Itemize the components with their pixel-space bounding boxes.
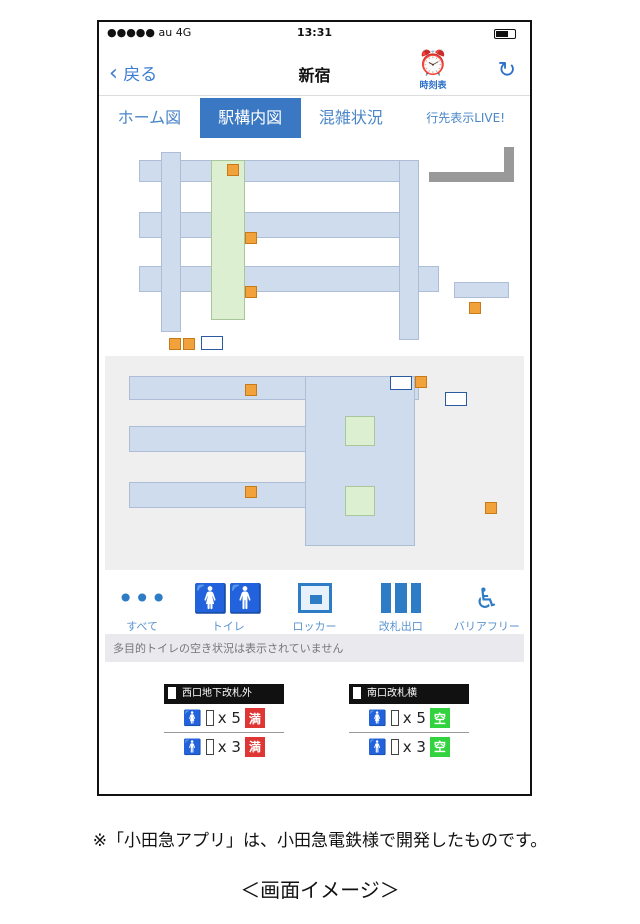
toilet-location-label: 西口地下改札外 [164, 684, 284, 704]
chevron-left-icon: ‹ [109, 61, 118, 86]
door-icon [390, 710, 399, 726]
reload-icon[interactable]: ↻ [497, 58, 516, 83]
notice-bar: 多目的トイレの空き状況は表示されていません [105, 634, 524, 662]
battery-icon [494, 29, 516, 39]
back-button[interactable]: ‹ 戻る [109, 61, 158, 86]
filter-toilet[interactable]: 🚺🚹トイレ [185, 578, 271, 636]
female-icon: 🚺 [183, 709, 202, 727]
carrier: ●●●●● au 4G [107, 26, 192, 39]
phone-screen: ●●●●● au 4G 13:31 ‹ 戻る 新宿 ⏰ 時刻表 ↻ ホーム図 駅… [97, 20, 532, 796]
facility-filter-bar: •••すべて 🚺🚹トイレ ロッカー 改札出口 ♿バリアフリー [99, 578, 530, 636]
timetable-button[interactable]: ⏰ 時刻表 [413, 48, 453, 91]
male-icon: 🚹 [183, 737, 202, 756]
status-badge: 満 [244, 736, 265, 757]
filter-barrier-free[interactable]: ♿バリアフリー [444, 578, 530, 636]
station-map[interactable] [99, 142, 530, 574]
tab-congestion[interactable]: 混雑状況 [318, 108, 383, 127]
filter-ticket-gate[interactable]: 改札出口 [358, 578, 444, 636]
caption-title: ＜画面イメージ＞ [240, 878, 400, 902]
wheelchair-icon: ♿ [474, 581, 500, 615]
nav-bar: ‹ 戻る 新宿 ⏰ 時刻表 ↻ [99, 48, 530, 96]
locker-icon [271, 578, 357, 618]
page-title: 新宿 [298, 66, 331, 85]
door-icon [390, 738, 399, 755]
female-icon: 🚺 [368, 709, 387, 727]
door-icon [205, 710, 214, 726]
tab-station-map[interactable]: 駅構内図 [199, 98, 301, 138]
map-floor-lower [105, 356, 524, 570]
tab-platform[interactable]: ホーム図 [117, 108, 182, 127]
ticket-gate-icon [358, 578, 444, 618]
toilet-location-label: 南口改札横 [349, 684, 469, 704]
status-badge: 空 [429, 708, 450, 728]
caption-note: ※「小田急アプリ」は、小田急電鉄様で開発したものです。 [92, 831, 548, 851]
tab-destination-live[interactable]: 行先表示LIVE! [426, 111, 506, 125]
status-badge: 満 [244, 708, 265, 728]
door-icon [205, 738, 214, 755]
clock-icon: ⏰ [418, 49, 448, 77]
toilet-icon: 🚺🚹 [193, 581, 264, 615]
tab-bar: ホーム図 駅構内図 混雑状況 行先表示LIVE! [99, 98, 530, 138]
status-bar: ●●●●● au 4G 13:31 [107, 26, 522, 42]
filter-locker[interactable]: ロッカー [271, 578, 357, 636]
male-icon: 🚹 [368, 737, 387, 756]
more-dots-icon: ••• [117, 581, 167, 615]
status-badge: 空 [429, 736, 450, 757]
map-floor-upper [99, 142, 530, 352]
clock: 13:31 [296, 26, 332, 39]
filter-all[interactable]: •••すべて [99, 578, 185, 636]
